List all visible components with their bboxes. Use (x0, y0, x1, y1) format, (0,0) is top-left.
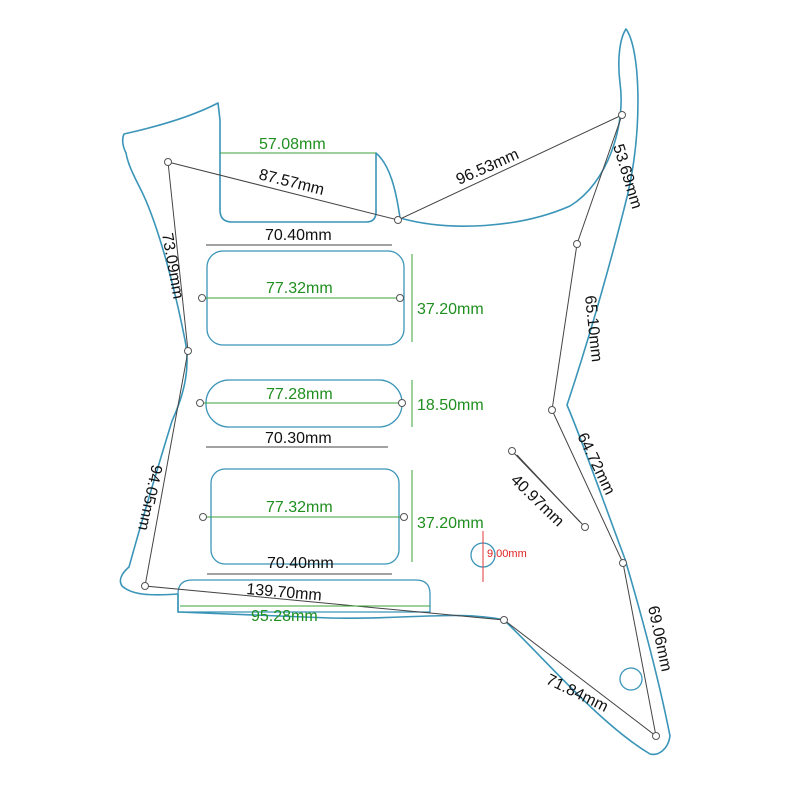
output-hole-circle (619, 667, 643, 691)
label-lower-right-edge: 69.06mm (644, 604, 674, 673)
screw-hole (581, 523, 589, 531)
screw-hole (652, 732, 660, 740)
label-neck-pickup-spacing: 70.40mm (265, 227, 332, 244)
screw-hole (508, 447, 516, 455)
label-right-middle-edge: 65.10mm (581, 295, 605, 363)
screw-hole (398, 399, 406, 407)
label-jack-hole-diameter: 9.00mm (487, 548, 527, 560)
label-right-upper-edge: 53.69mm (609, 142, 645, 211)
label-bridge-pickup-height: 37.20mm (417, 515, 484, 532)
pickguard-outline (119, 28, 671, 756)
screw-hole (618, 111, 626, 119)
screw-hole (396, 294, 404, 302)
label-switch-slot-length: 40.97mm (507, 472, 567, 531)
label-left-lower-edge: 94.05mm (134, 463, 164, 532)
screw-hole (196, 399, 204, 407)
screw-hole (164, 158, 172, 166)
screw-hole (141, 582, 149, 590)
screw-hole (400, 513, 408, 521)
screw-holes (141, 111, 660, 740)
label-middle-pickup-height: 18.50mm (417, 397, 484, 414)
label-bottom-span: 139.70mm (246, 581, 323, 605)
label-bridge-pickup-spacing: 70.40mm (267, 555, 334, 572)
switch-slot-line-2 (516, 454, 581, 523)
screw-hole (619, 559, 627, 567)
bottom-cutout-outline (177, 579, 431, 613)
label-neck-pickup-mounting: 77.32mm (266, 280, 333, 297)
label-bridge-pickup-mounting: 77.32mm (266, 499, 333, 516)
label-middle-pickup-spacing: 70.30mm (265, 430, 332, 447)
label-top-cutout-width: 57.08mm (259, 136, 326, 153)
screw-hole (500, 616, 508, 624)
label-middle-pickup-mounting: 77.28mm (266, 386, 333, 403)
label-bottom-cutout-width: 95.28mm (251, 608, 318, 625)
label-right-lower-edge: 64.72mm (573, 430, 618, 497)
screw-hole (199, 513, 207, 521)
label-left-upper-edge: 73.09mm (158, 232, 186, 301)
screw-hole (184, 347, 192, 355)
label-upper-left-span: 87.57mm (257, 166, 326, 199)
screw-hole (548, 406, 556, 414)
label-neck-pickup-height: 37.20mm (417, 301, 484, 318)
screw-hole (394, 216, 402, 224)
screw-hole (198, 294, 206, 302)
screw-hole (573, 240, 581, 248)
